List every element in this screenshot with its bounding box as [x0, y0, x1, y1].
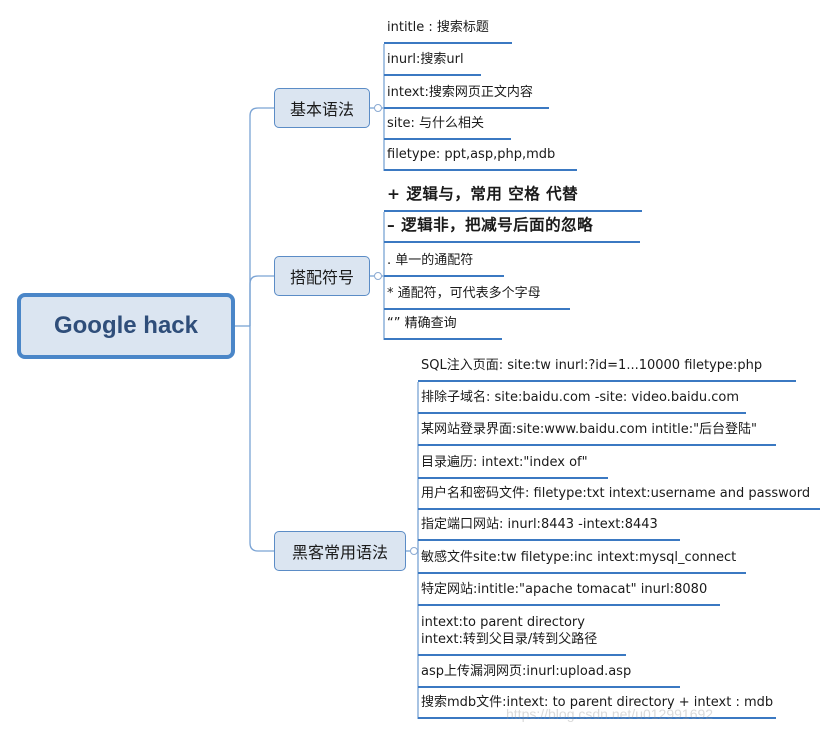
leaf-item[interactable]: 某网站登录界面:site:www.baidu.com intitle:"后台登陆…: [418, 421, 776, 446]
root-branch-line-2: [249, 275, 274, 326]
leaf-item-label: intext:to parent directory: [421, 615, 585, 630]
leaf-item-label: . 单一的通配符: [387, 253, 474, 268]
leaf-item-label: intitle : 搜索标题: [387, 20, 489, 35]
category-node-label: 搭配符号: [289, 268, 354, 287]
category-node-1[interactable]: 基本语法: [274, 88, 370, 128]
root-branch-line-1: [249, 107, 274, 326]
leaf-item-label: asp上传漏洞网页:inurl:upload.asp: [421, 664, 632, 679]
root-branch-line-3: [249, 326, 274, 552]
leaf-item-label: “” 精确查询: [387, 316, 457, 331]
leaf-item[interactable]: 用户名和密码文件: filetype:txt intext:username a…: [418, 485, 820, 510]
leaf-item-label: site: 与什么相关: [387, 116, 484, 131]
leaf-item-label: filetype: ppt,asp,php,mdb: [387, 147, 556, 162]
leaf-item-label: – 逻辑非，把减号后面的忽略: [387, 216, 594, 234]
leaf-item-label: * 通配符，可代表多个字母: [387, 286, 541, 301]
leaf-item-label: 某网站登录界面:site:www.baidu.com intitle:"后台登陆…: [421, 422, 758, 437]
watermark: https://blog.csdn.net/u012991692: [506, 706, 714, 722]
leaf-item-label: 目录遍历: intext:"index of": [421, 455, 588, 470]
root-node[interactable]: Google hack: [17, 293, 235, 359]
leaf-item-label: intext:转到父目录/转到父路径: [421, 632, 598, 647]
leaf-item[interactable]: intext:搜索网页正文内容: [384, 84, 549, 109]
leaf-item[interactable]: inurl:搜索url: [384, 51, 481, 76]
collapse-toggle-icon[interactable]: [374, 104, 382, 112]
leaf-item[interactable]: – 逻辑非，把减号后面的忽略: [384, 215, 640, 243]
leaf-item[interactable]: SQL注入页面: site:tw inurl:?id=1...10000 fil…: [418, 357, 796, 382]
leaf-item[interactable]: “” 精确查询: [384, 315, 502, 340]
leaf-item[interactable]: * 通配符，可代表多个字母: [384, 285, 570, 310]
leaf-item[interactable]: 指定端口网站: inurl:8443 -intext:8443: [418, 516, 680, 541]
leaf-item[interactable]: intext:to parent directory intext:转到父目录/转…: [418, 614, 626, 656]
leaf-item-label: intext:搜索网页正文内容: [387, 85, 533, 100]
leaf-item[interactable]: 目录遍历: intext:"index of": [418, 454, 608, 479]
leaf-item-label: 敏感文件site:tw filetype:inc intext:mysql_co…: [421, 550, 737, 565]
category-node-label: 基本语法: [289, 100, 354, 119]
root-node-label: Google hack: [53, 312, 199, 339]
leaf-item[interactable]: . 单一的通配符: [384, 252, 504, 277]
collapse-toggle-icon[interactable]: [410, 547, 418, 555]
category-node-3[interactable]: 黑客常用语法: [274, 531, 406, 571]
category-node-2[interactable]: 搭配符号: [274, 256, 370, 296]
leaf-item[interactable]: filetype: ppt,asp,php,mdb: [384, 146, 577, 171]
leaf-item-label: inurl:搜索url: [387, 52, 464, 67]
leaf-item[interactable]: 敏感文件site:tw filetype:inc intext:mysql_co…: [418, 549, 746, 574]
leaf-item[interactable]: + 逻辑与，常用 空格 代替: [384, 184, 642, 212]
leaf-item[interactable]: intitle : 搜索标题: [384, 19, 512, 44]
leaf-item-label: 特定网站:intitle:"apache tomacat" inurl:8080: [421, 582, 708, 597]
leaf-item[interactable]: 搜索mdb文件:intext: to parent directory + in…: [418, 694, 776, 719]
leaf-item-label: 排除子域名: site:baidu.com -site: video.baidu…: [421, 390, 740, 405]
leaf-item-label: 指定端口网站: inurl:8443 -intext:8443: [421, 517, 658, 532]
leaf-item-label: 搜索mdb文件:intext: to parent directory + in…: [421, 695, 774, 710]
category-node-label: 黑客常用语法: [291, 543, 388, 562]
leaf-item-label: + 逻辑与，常用 空格 代替: [387, 185, 579, 203]
leaf-item[interactable]: 特定网站:intitle:"apache tomacat" inurl:8080: [418, 581, 720, 606]
leaf-item-label: 用户名和密码文件: filetype:txt intext:username a…: [421, 486, 811, 501]
leaf-item-label: SQL注入页面: site:tw inurl:?id=1...10000 fil…: [421, 358, 763, 373]
collapse-toggle-icon[interactable]: [374, 272, 382, 280]
leaf-item[interactable]: site: 与什么相关: [384, 115, 511, 140]
leaf-item[interactable]: 排除子域名: site:baidu.com -site: video.baidu…: [418, 389, 746, 414]
leaf-item[interactable]: asp上传漏洞网页:inurl:upload.asp: [418, 663, 680, 688]
